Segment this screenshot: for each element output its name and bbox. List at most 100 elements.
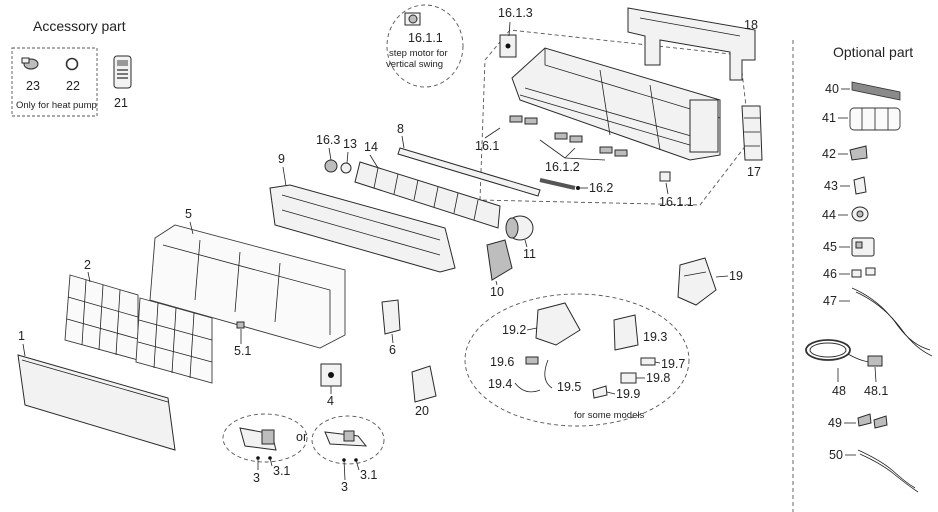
label-6: 6 [389,343,396,357]
step-motor-caption-2: vertical swing [386,59,443,70]
part-43 [853,176,867,195]
label-16-1-1: 16.1.1 [659,195,694,209]
evaporator-holder-8 [397,147,541,197]
label-21: 21 [114,96,128,110]
label-42: 42 [822,147,836,161]
chassis-frame [511,47,721,161]
heat-pump-note: Only for heat pump [16,100,97,111]
part-44 [851,206,869,222]
label-19-2: 19.2 [502,323,526,337]
filter-left [64,274,139,361]
part-42 [849,145,868,161]
part-47-cable [851,287,933,357]
label-40: 40 [825,82,839,96]
step-motor-16-1-1 [659,171,671,182]
accessory-part-22 [65,57,79,71]
evaporator-9 [269,184,456,273]
louver-links [509,115,628,157]
part-48-drain-hose [805,339,873,363]
label-3-1-b: 3.1 [360,468,377,482]
step-motor-caption-1: step motor for [389,48,448,59]
label-2: 2 [84,258,91,272]
filter-right [135,297,213,384]
part-40-filter-strip [851,81,901,101]
electric-box-cover-6 [381,299,401,335]
label-5: 5 [185,207,192,221]
label-19-8: 19.8 [646,371,670,385]
part-19-5-cable [544,359,553,389]
label-16-1-2: 16.1.2 [545,160,580,174]
accessory-part-23 [21,57,39,70]
optional-part-title: Optional part [833,44,913,60]
or-label: or [296,430,307,444]
part-46 [851,267,876,278]
label-19-4: 19.4 [488,377,512,391]
label-14: 14 [364,140,378,154]
bearing-13 [340,162,352,174]
label-48-1: 48.1 [864,384,888,398]
label-43: 43 [824,179,838,193]
label-45: 45 [823,240,837,254]
step-motor-icon [404,12,421,26]
label-10: 10 [490,285,504,299]
label-11: 11 [523,247,536,261]
label-17: 17 [747,165,761,179]
label-16-1-1-callout: 16.1.1 [408,31,443,45]
label-19-6: 19.6 [490,355,514,369]
label-49: 49 [828,416,842,430]
part-19-9 [592,385,608,399]
electric-box-19 [677,257,717,306]
electric-box-20 [411,365,437,403]
group-19-note: for some models [574,410,644,421]
label-8: 8 [397,122,404,136]
step-motor-callout-circle [386,4,464,88]
part-16-1-3-bracket [499,34,517,58]
group-19-outline [464,293,690,427]
bearing-16-3 [324,159,338,173]
part-50-cable [857,449,919,493]
part-48-1-connector [867,355,883,367]
fan-motor-11 [505,215,534,241]
part-45 [851,237,875,257]
part-19-8 [620,372,637,384]
label-9: 9 [278,152,285,166]
label-19: 19 [729,269,743,283]
drain-guide-17 [741,105,763,161]
label-5-1: 5.1 [234,344,251,358]
remote-controller [113,55,132,89]
part-3-variant-b [324,430,368,447]
label-3-a: 3 [253,471,260,485]
label-41: 41 [822,111,836,125]
label-44: 44 [822,208,836,222]
label-1: 1 [18,329,25,343]
label-16-1-3: 16.1.3 [498,6,533,20]
label-16-1: 16.1 [475,139,499,153]
label-19-5: 19.5 [557,380,581,394]
wall-mounting-plate [627,7,756,81]
part-3-variant-b-outline [311,415,385,465]
label-16-3: 16.3 [316,133,340,147]
cross-flow-fan-14 [354,161,501,229]
front-panel-1 [17,354,176,451]
label-4: 4 [327,394,334,408]
label-19-9: 19.9 [616,387,640,401]
label-3-b: 3 [341,480,348,494]
part-19-7 [640,357,656,366]
part-49 [857,413,888,429]
part-41-filter [849,107,901,131]
label-3-1-a: 3.1 [273,464,290,478]
part-19-4-cable [514,382,541,393]
motor-cover-10 [486,239,513,281]
part-3-variant-a [239,427,277,451]
label-46: 46 [823,267,837,281]
label-18: 18 [744,18,758,32]
part-5-1-clip [236,321,245,329]
label-50: 50 [829,448,843,462]
accessory-box [11,47,98,117]
label-19-7: 19.7 [661,357,685,371]
label-48: 48 [832,384,846,398]
label-47: 47 [823,294,837,308]
part-19-6 [525,356,539,365]
